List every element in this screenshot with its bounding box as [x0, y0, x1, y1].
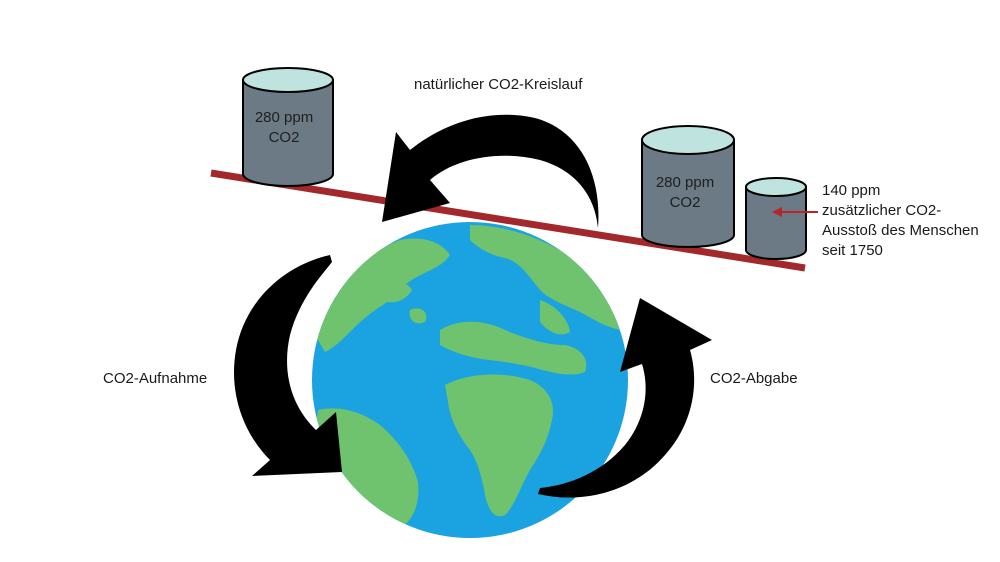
co2-cylinder-icon	[641, 125, 735, 248]
right-cylinder-ppm: 280 ppm	[655, 174, 715, 191]
human-emissions-line-1: 140 ppm	[822, 182, 881, 199]
left-cylinder-ppm: 280 ppm	[254, 109, 314, 126]
curved-arrow-icon	[382, 114, 599, 228]
balance-beam	[210, 169, 806, 272]
left-cylinder-label: 280 ppm CO2	[252, 108, 316, 148]
right-cylinder-label: 280 ppm CO2	[650, 173, 720, 213]
human-emissions-line-2: zusätzlicher CO2-	[822, 202, 942, 219]
continents	[312, 225, 625, 528]
pointer-arrow	[772, 207, 818, 217]
co2-cylinder-icon	[242, 67, 334, 187]
cycle-title: natürlicher CO2-Kreislauf	[414, 76, 583, 93]
release-label: CO2-Abgabe	[710, 370, 798, 387]
human-emissions-line-3: Ausstoß des Menschen	[822, 222, 979, 239]
human-emissions-label: 140 ppm zusätzlicher CO2- Ausstoß des Me…	[822, 181, 979, 261]
human-emissions-line-4: seit 1750	[822, 242, 883, 259]
earth-globe-icon	[312, 222, 628, 538]
curved-arrow-icon	[538, 298, 712, 498]
left-cylinder-gas: CO2	[268, 129, 300, 146]
uptake-label: CO2-Aufnahme	[103, 370, 208, 387]
right-cylinder-gas: CO2	[669, 194, 701, 211]
curved-arrow-icon	[234, 255, 342, 476]
co2-cylinder-icon	[745, 177, 807, 260]
